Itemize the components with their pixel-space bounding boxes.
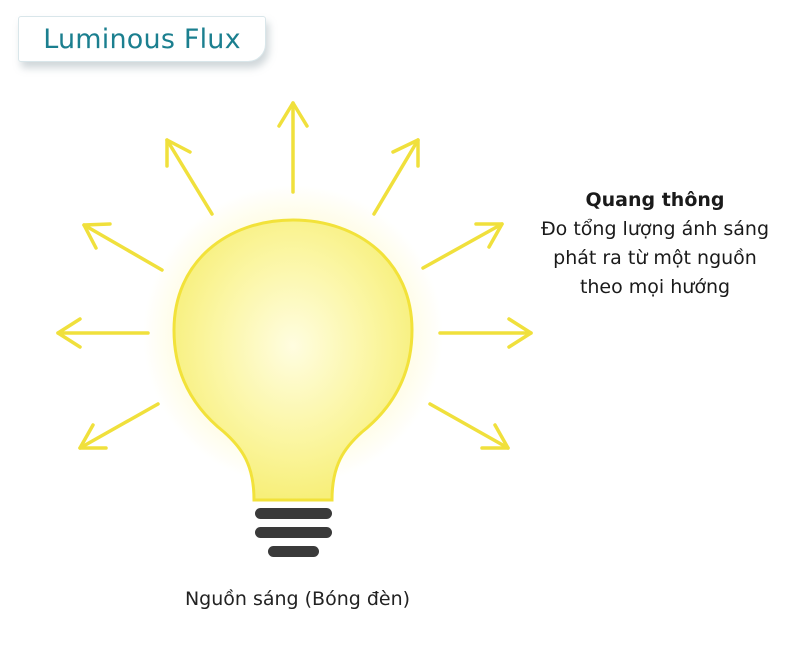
bulb-base [255, 508, 332, 557]
description-line: theo mọi hướng [579, 276, 731, 298]
title-text: Luminous Flux [43, 23, 241, 55]
description-heading: Quang thông [585, 189, 725, 211]
description-block: Quang thông Đo tổng lượng ánh sáng phát … [510, 186, 800, 302]
ray-arrow-right-upper [421, 222, 504, 270]
ray-arrow-left [56, 317, 150, 349]
light-rays [56, 101, 533, 450]
ray-arrow-left-lower [78, 402, 160, 450]
ray-arrow-right-lower [428, 402, 510, 450]
ray-arrow-left-upper [82, 222, 164, 272]
ray-arrow-upper-left [165, 138, 214, 216]
description-line: phát ra từ một nguồn [553, 247, 757, 269]
ray-arrow-upper-right [372, 138, 420, 216]
ray-arrow-up [277, 101, 309, 194]
bulb-caption: Nguồn sáng (Bóng đèn) [184, 588, 411, 610]
light-bulb-icon [172, 218, 414, 502]
description-line: Đo tổng lượng ánh sáng [540, 218, 770, 240]
ray-arrow-right [438, 317, 533, 349]
title-tag: Luminous Flux [18, 16, 266, 62]
